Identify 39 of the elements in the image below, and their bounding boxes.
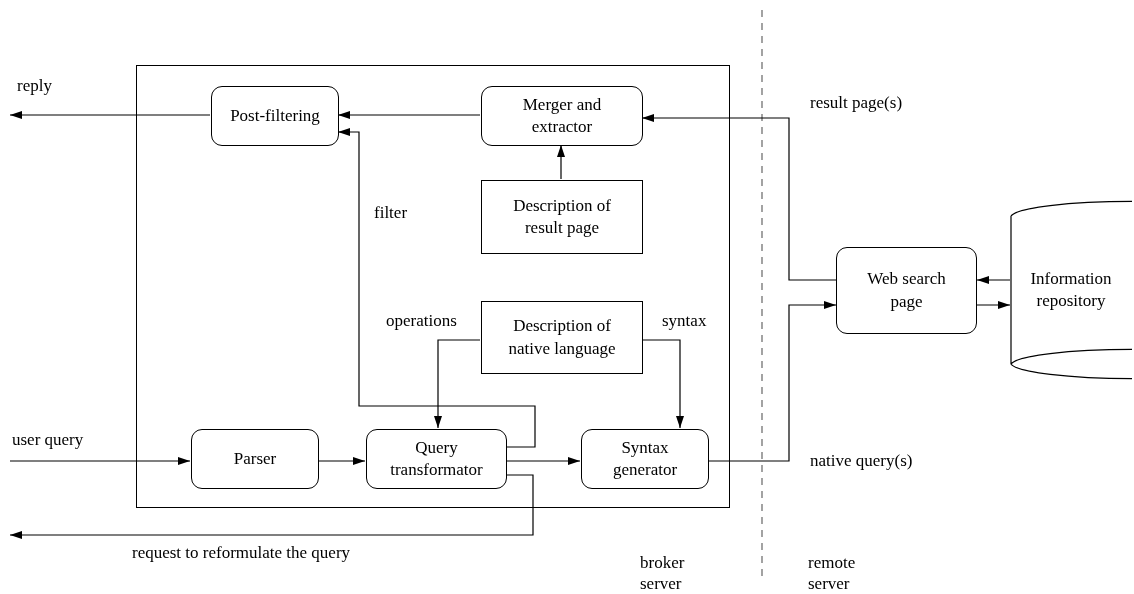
node-text: Post-filtering (230, 104, 320, 127)
node-text: Description of native language (507, 315, 617, 360)
arrow (337, 111, 481, 119)
process-box (836, 247, 977, 334)
arrow (976, 276, 1011, 284)
arrow (9, 457, 191, 465)
arrow (641, 114, 837, 281)
process-box (366, 429, 507, 489)
node-text: Parser (233, 447, 277, 470)
server-label: broker server (640, 552, 686, 594)
arrow (707, 301, 837, 462)
arrow (641, 339, 684, 429)
arrow (557, 144, 565, 180)
process-box (191, 429, 319, 489)
edge-label: native query(s) (808, 451, 915, 471)
node-text: Query transformator (389, 436, 484, 481)
arrow (9, 111, 211, 119)
node-text: Description of result page (512, 194, 612, 239)
edge-label: reply (15, 76, 54, 96)
arrow (337, 128, 536, 448)
node-text: Merger and extractor (521, 93, 603, 138)
edge-label: request to reformulate the query (130, 543, 353, 563)
server-label: remote server (808, 552, 857, 594)
node-text: Web search page (866, 268, 947, 313)
arrow (434, 339, 481, 429)
process-box (211, 86, 339, 146)
arrow (505, 457, 581, 465)
process-box (581, 429, 709, 489)
broker-frame (136, 65, 730, 508)
arrow (9, 474, 534, 539)
description-box (481, 301, 643, 374)
description-box (481, 180, 643, 254)
process-box (481, 86, 643, 146)
node-text: Syntax generator (611, 436, 679, 481)
repository-cylinder (1010, 199, 1132, 381)
arrow (317, 457, 366, 465)
node-text: Information repository (1029, 267, 1113, 312)
edge-label: result page(s) (808, 93, 905, 113)
arrow (976, 301, 1011, 309)
